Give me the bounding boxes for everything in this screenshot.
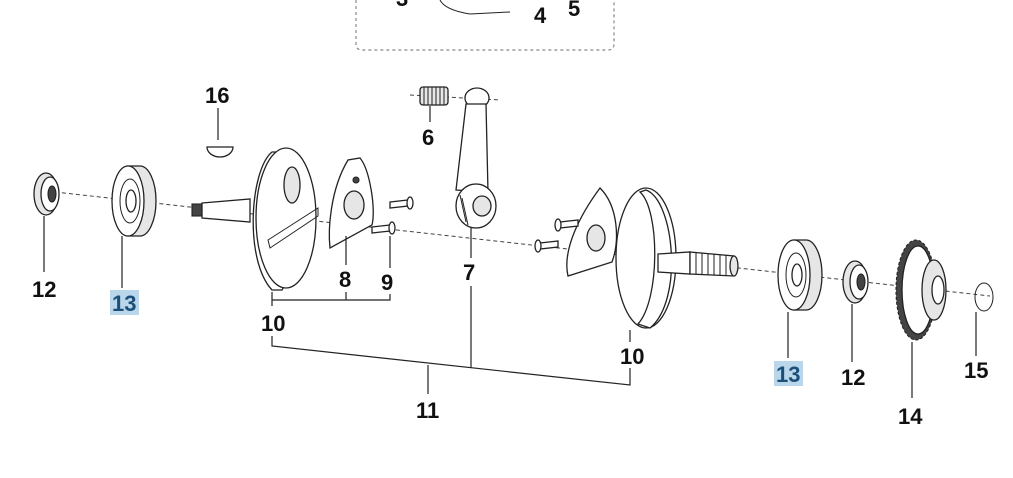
callout-8: 8	[339, 267, 351, 292]
oil-seal-right	[842, 260, 869, 304]
callout-7: 7	[463, 260, 475, 285]
callout-10-left: 10	[261, 311, 285, 336]
callout-11: 11	[416, 398, 439, 423]
callout-13-left[interactable]: 13	[112, 291, 136, 316]
oil-seal-left	[33, 172, 60, 216]
callout-13-right[interactable]: 13	[776, 362, 800, 387]
callout-16: 16	[205, 83, 229, 108]
callout-3: 3	[396, 0, 408, 11]
inset-box	[355, 0, 615, 51]
screw-right-upper	[554, 218, 579, 232]
counterweight-plate-left	[328, 157, 374, 250]
leader-lines	[43, 106, 977, 398]
callout-14: 14	[898, 404, 923, 429]
needle-bearing	[419, 86, 449, 106]
left-shaft	[191, 198, 251, 223]
callout-9: 9	[381, 270, 393, 295]
screw-upper	[389, 196, 414, 210]
woodruff-key	[206, 146, 234, 158]
crank-web-left	[252, 147, 319, 291]
callout-6: 6	[422, 125, 434, 150]
highlight-13-left	[110, 290, 139, 315]
inset-part-fragment	[439, 0, 511, 15]
right-shaft	[657, 251, 739, 277]
callout-4: 4	[534, 3, 547, 28]
ball-bearing-right	[777, 239, 823, 311]
callout-12-left: 12	[32, 277, 56, 302]
drive-gear	[895, 239, 947, 341]
ball-bearing-left	[111, 165, 157, 237]
highlight-13-right	[774, 361, 803, 386]
callout-12-right: 12	[841, 365, 865, 390]
screw-right-lower	[534, 239, 559, 253]
screw-lower	[371, 221, 396, 235]
counterweight-plate-right	[566, 187, 618, 277]
callout-15: 15	[964, 358, 988, 383]
connecting-rod	[455, 87, 497, 229]
inset-border	[355, 0, 615, 51]
circlip	[974, 282, 994, 312]
callout-5: 5	[568, 0, 580, 21]
callout-10-right: 10	[620, 344, 644, 369]
